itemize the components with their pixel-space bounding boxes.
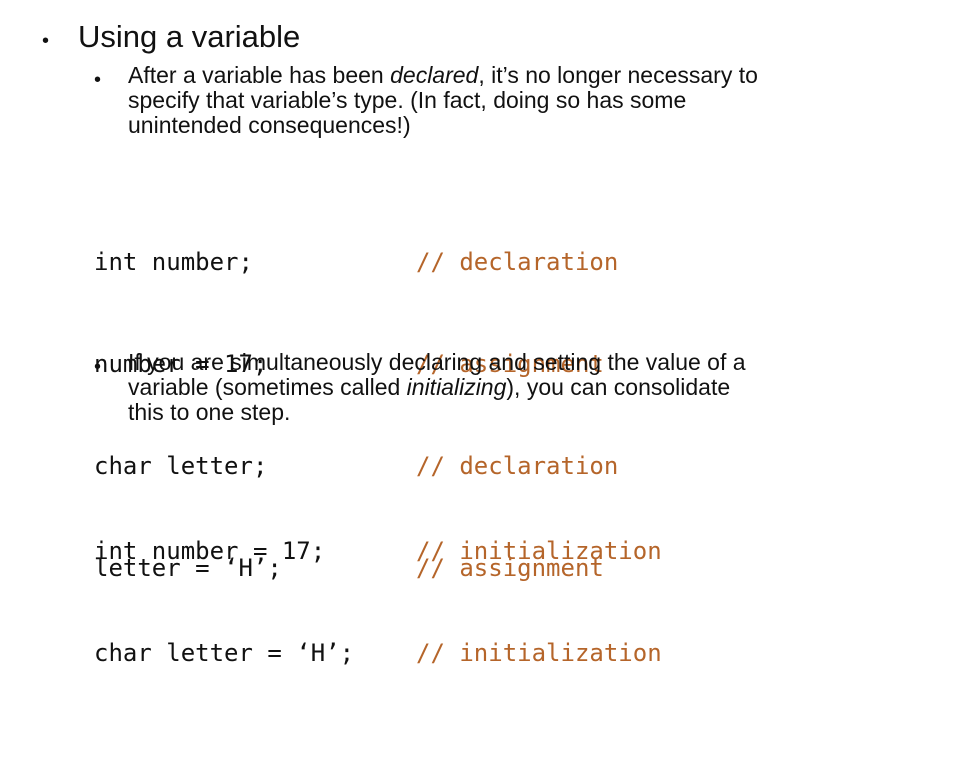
code-line: char letter = ‘H’; // initialization (94, 636, 662, 670)
code-comment: // initialization (416, 639, 662, 667)
bullet1-line-1: After a variable has been declared, it’s… (128, 63, 918, 88)
code-comment: // initialization (416, 537, 662, 565)
bullet1-line-3: unintended consequences!) (128, 112, 411, 138)
code-comment: // declaration (416, 248, 619, 276)
bullet-point-1: • (94, 69, 102, 91)
bullet-paragraph-2: If you are simultaneously declaring and … (128, 350, 918, 425)
code-statement: char letter; (94, 452, 268, 480)
slide-title: Using a variable (78, 19, 301, 54)
slide: • Using a variable • After a variable ha… (42, 19, 918, 667)
bullet-paragraph-1: After a variable has been declared, it’s… (128, 63, 918, 138)
code-line: char letter; // declaration (94, 449, 618, 483)
code-line: int number; // declaration (94, 245, 618, 279)
bullet2-line-1: If you are simultaneously declaring and … (128, 349, 746, 375)
code-line: int number = 17; // initialization (94, 534, 662, 568)
bullet2-line-3: this to one step. (128, 399, 291, 425)
code-comment: // assignment (416, 350, 604, 378)
bullet1-line1-pre: After a variable has been (128, 62, 391, 88)
bullet2-line-2: variable (sometimes called initializing)… (128, 375, 918, 400)
bullet2-emphasis-initializing: initializing (406, 374, 507, 400)
code-statement: char letter = ‘H’; (94, 639, 355, 667)
code-block-initialization: int number = 17; // initialization char … (94, 466, 662, 738)
code-comment: // declaration (416, 452, 619, 480)
code-statement: number = 17; (94, 350, 268, 378)
bullet2-line2-pre: variable (sometimes called (128, 374, 407, 400)
bullet-point-title: • (42, 30, 50, 52)
code-line: number = 17; // assignment (94, 347, 604, 381)
code-statement: int number = 17; (94, 537, 326, 565)
bullet1-line-2: specify that variable’s type. (In fact, … (128, 87, 687, 113)
code-block-declaration-assignment: int number; // declaration number = 17; … (94, 177, 618, 653)
bullet2-line2-post: ), you can consolidate (506, 374, 731, 400)
bullet1-emphasis-declared: declared (390, 62, 479, 88)
code-statement: int number; (94, 248, 253, 276)
bullet1-line1-post: , it’s no longer necessary to (478, 62, 758, 88)
bullet-point-2: • (94, 356, 102, 378)
